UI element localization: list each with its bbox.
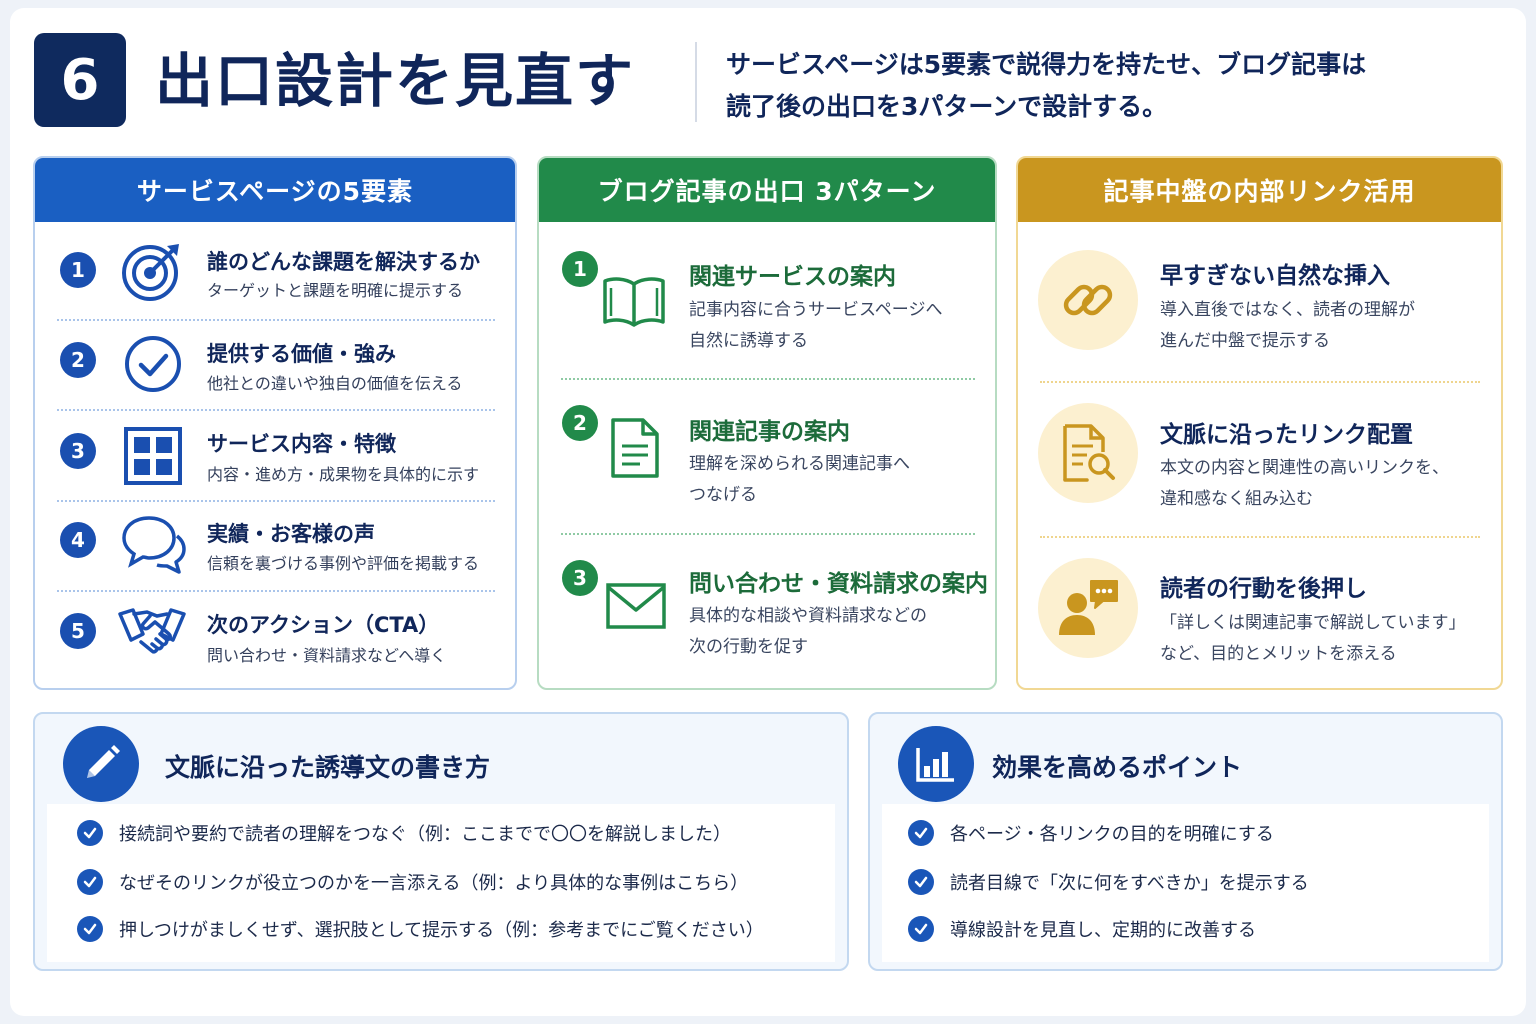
item-description: ターゲットと課題を明確に提示する: [207, 281, 464, 300]
internal-link-card: 記事中盤の内部リンク活用 早すぎない自然な挿入 導入直後ではなく、読者の理解が …: [1016, 156, 1503, 690]
service-card-title: サービスページの5要素: [35, 158, 515, 222]
item-description-line2: つなげる: [689, 485, 757, 505]
item-description-line1: 「詳しくは関連記事で解説しています」: [1160, 613, 1466, 633]
grid-icon: [124, 427, 182, 485]
subtitle-line-2: 読了後の出口を3パターンで設計する。: [726, 92, 1168, 121]
item-title: 関連記事の案内: [689, 419, 850, 445]
item-description-line2: など、目的とメリットを添える: [1160, 644, 1397, 664]
item-title: 実績・お客様の声: [207, 522, 375, 546]
check-icon: [908, 916, 934, 942]
item-title: 文脈に沿ったリンク配置: [1160, 422, 1413, 448]
point-text: 押しつけがましくせず、選択肢として提示する（例：参考までにご覧ください）: [119, 920, 764, 941]
speech-bubbles-icon: [122, 516, 186, 574]
document-icon: [611, 418, 659, 478]
chart-icon-circle: [898, 726, 974, 802]
page-subtitle: サービスページは5要素で説得力を持たせ、ブログ記事は 読了後の出口を3パターンで…: [726, 44, 1446, 128]
point-text: なぜそのリンクが役立つのかを一言添える（例：より具体的な事例はこちら）: [119, 873, 749, 894]
check-icon: [908, 869, 934, 895]
page-title: 出口設計を見直す: [155, 47, 636, 115]
item-description: 信頼を裏づける事例や評価を掲載する: [207, 554, 480, 573]
item-description: 問い合わせ・資料請求などへ導く: [207, 646, 447, 665]
item-description-line1: 記事内容に合うサービスページへ: [689, 300, 943, 320]
link-card-title: 記事中盤の内部リンク活用: [1018, 158, 1501, 222]
document-search-icon: [1063, 424, 1115, 482]
item-description-line2: 次の行動を促す: [689, 637, 808, 657]
point-text: 導線設計を見直し、定期的に改善する: [950, 920, 1256, 941]
check-icon: [77, 916, 103, 942]
item-title: サービス内容・特徴: [207, 432, 396, 456]
divider: [1040, 536, 1480, 538]
section-number-badge: 6: [34, 33, 126, 127]
divider: [1040, 381, 1480, 383]
subtitle-line-1: サービスページは5要素で説得力を持たせ、ブログ記事は: [726, 50, 1367, 79]
list-item: 導線設計を見直し、定期的に改善する: [908, 916, 1256, 942]
item-number-badge: 4: [60, 522, 96, 558]
service-elements-card: サービスページの5要素 1 誰のどんな課題を解決するか ターゲットと課題を明確に…: [33, 156, 517, 690]
person-chat-icon: [1059, 580, 1118, 635]
item-description-line1: 導入直後ではなく、読者の理解が: [1160, 300, 1415, 320]
link-chain-icon: [1063, 284, 1113, 316]
item-description-line2: 自然に誘導する: [689, 331, 808, 351]
item-description-line1: 本文の内容と関連性の高いリンクを、: [1160, 458, 1449, 478]
divider: [57, 590, 495, 592]
blog-card-title: ブログ記事の出口 3パターン: [539, 158, 995, 222]
check-icon: [908, 820, 934, 846]
pencil-icon-circle: [63, 726, 139, 802]
item-title: 早すぎない自然な挿入: [1160, 263, 1390, 289]
check-icon: [77, 820, 103, 846]
writing-panel-title: 文脈に沿った誘導文の書き方: [165, 753, 491, 782]
writing-points-box: 接続詞や要約で読者の理解をつなぐ（例：ここまでで〇〇を解説しました） なぜそのリ…: [47, 804, 835, 962]
point-text: 読者目線で「次に何をすべきか」を提示する: [950, 873, 1309, 894]
envelope-icon: [606, 583, 666, 629]
open-book-icon: [603, 277, 665, 327]
divider: [57, 319, 495, 321]
item-title: 提供する価値・強み: [207, 342, 396, 366]
effect-points-box: 各ページ・各リンクの目的を明確にする 読者目線で「次に何をすべきか」を提示する …: [882, 804, 1489, 962]
item-title: 次のアクション（CTA）: [207, 613, 440, 637]
item-description: 内容・進め方・成果物を具体的に示す: [207, 465, 480, 484]
item-description-line1: 理解を深められる関連記事へ: [689, 454, 910, 474]
pencil-icon: [87, 745, 120, 778]
icon-circle: [1038, 250, 1138, 350]
item-number-badge: 2: [60, 342, 96, 378]
effect-points-panel: 効果を高めるポイント 各ページ・各リンクの目的を明確にする 読者目線で「次に何を…: [868, 712, 1503, 971]
item-number-badge: 2: [562, 405, 598, 441]
item-description: 他社との違いや独自の価値を伝える: [207, 374, 463, 393]
point-text: 接続詞や要約で読者の理解をつなぐ（例：ここまでで〇〇を解説しました）: [119, 824, 731, 845]
check-icon: [77, 869, 103, 895]
divider: [561, 378, 975, 380]
divider: [561, 533, 975, 535]
item-description-line1: 具体的な相談や資料請求などの: [689, 606, 927, 626]
check-circle-icon: [125, 336, 181, 392]
icon-circle: [1038, 403, 1138, 503]
item-number-badge: 1: [562, 251, 598, 287]
item-title: 読者の行動を後押し: [1160, 576, 1367, 602]
item-number-badge: 5: [60, 613, 96, 649]
header-divider: [695, 42, 697, 122]
item-description-line2: 違和感なく組み込む: [1160, 489, 1313, 509]
item-number-badge: 1: [60, 252, 96, 288]
list-item: 各ページ・各リンクの目的を明確にする: [908, 820, 1274, 846]
list-item: 押しつけがましくせず、選択肢として提示する（例：参考までにご覧ください）: [77, 916, 764, 942]
blog-exit-card: ブログ記事の出口 3パターン 1 関連サービスの案内 記事内容に合うサービスペー…: [537, 156, 997, 690]
list-item: なぜそのリンクが役立つのかを一言添える（例：より具体的な事例はこちら）: [77, 869, 748, 895]
list-item: 接続詞や要約で読者の理解をつなぐ（例：ここまでで〇〇を解説しました）: [77, 820, 731, 846]
item-number-badge: 3: [562, 560, 598, 596]
list-item: 読者目線で「次に何をすべきか」を提示する: [908, 869, 1309, 895]
divider: [57, 409, 495, 411]
item-number-badge: 3: [60, 433, 96, 469]
point-text: 各ページ・各リンクの目的を明確にする: [950, 824, 1274, 845]
item-description-line2: 進んだ中盤で提示する: [1160, 331, 1330, 351]
item-title: 誰のどんな課題を解決するか: [207, 250, 480, 274]
writing-tips-panel: 文脈に沿った誘導文の書き方 接続詞や要約で読者の理解をつなぐ（例：ここまでで〇〇…: [33, 712, 849, 971]
icon-circle: [1038, 558, 1138, 658]
bar-chart-icon: [916, 748, 954, 782]
item-title: 問い合わせ・資料請求の案内: [689, 571, 988, 597]
target-icon: [122, 244, 179, 301]
effect-panel-title: 効果を高めるポイント: [992, 753, 1243, 782]
handshake-icon: [118, 608, 186, 654]
item-title: 関連サービスの案内: [689, 264, 896, 290]
divider: [57, 500, 495, 502]
